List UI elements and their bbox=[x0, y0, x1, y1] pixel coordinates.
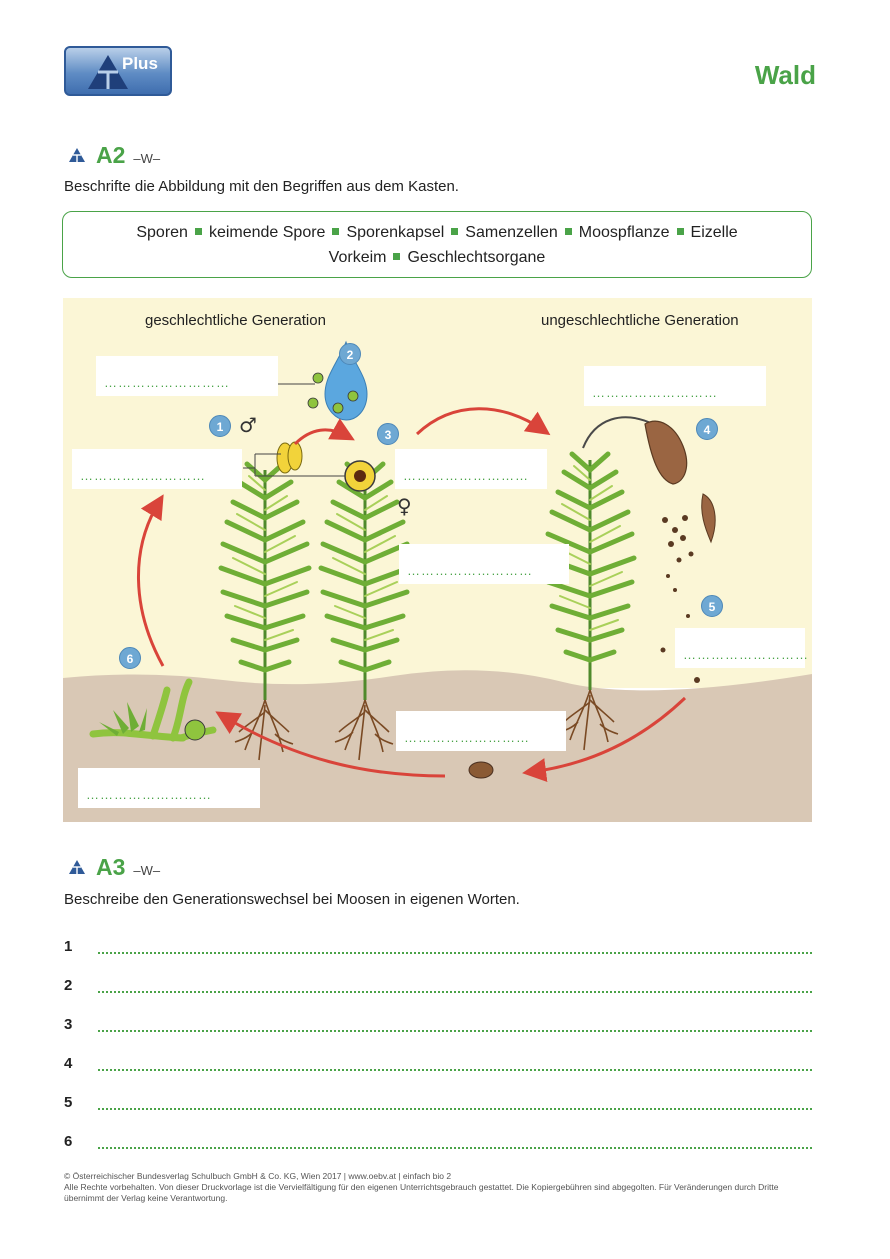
step-number-2: 2 bbox=[339, 343, 361, 365]
task-a3-heading: A3 –W– bbox=[68, 852, 160, 882]
dotted-line bbox=[98, 983, 812, 993]
bullet-square-icon bbox=[676, 228, 684, 236]
answer-line[interactable]: 5 bbox=[64, 1094, 812, 1114]
label-blank[interactable]: ……………………… bbox=[96, 356, 278, 396]
footer: © Österreichischer Bundesverlag Schulbuc… bbox=[64, 1171, 812, 1204]
sexual-generation-title: geschlechtliche Generation bbox=[145, 312, 326, 329]
bullet-square-icon bbox=[393, 253, 401, 261]
page-topic: Wald bbox=[754, 60, 816, 90]
line-number: 3 bbox=[64, 1016, 73, 1033]
label-blank[interactable]: ……………………… bbox=[584, 366, 766, 406]
bullet-square-icon bbox=[194, 228, 202, 236]
term: Eizelle bbox=[690, 224, 738, 241]
dotted-line bbox=[98, 1139, 812, 1149]
dotted-line bbox=[98, 1022, 812, 1032]
triangle-marker-icon bbox=[69, 148, 85, 162]
male-symbol-icon: ♂ bbox=[239, 413, 257, 437]
blank-dots: ……………………… bbox=[104, 375, 230, 390]
step-number-1: 1 bbox=[209, 415, 231, 437]
task-code: A2 bbox=[96, 141, 126, 168]
bullet-square-icon bbox=[332, 228, 340, 236]
bullet-square-icon bbox=[564, 228, 572, 236]
answer-line[interactable]: 3 bbox=[64, 1016, 812, 1036]
blank-dots: ……………………… bbox=[80, 468, 206, 483]
asexual-generation-title: ungeschlechtliche Generation bbox=[541, 312, 739, 329]
copyright-line: © Österreichischer Bundesverlag Schulbuc… bbox=[64, 1171, 452, 1181]
answer-line[interactable]: 4 bbox=[64, 1055, 812, 1075]
triangle-logo-icon bbox=[88, 55, 128, 89]
label-blank[interactable]: ……………………… bbox=[78, 768, 260, 808]
step-number-4: 4 bbox=[696, 418, 718, 440]
plus-badge: Plus bbox=[64, 46, 172, 96]
line-number: 4 bbox=[64, 1055, 73, 1072]
rights-notice: Alle Rechte vorbehalten. Von dieser Druc… bbox=[64, 1182, 779, 1203]
badge-label: Plus bbox=[122, 54, 158, 73]
task-a3-instruction: Beschreibe den Generationswechsel bei Mo… bbox=[64, 891, 520, 908]
blank-dots: ……………………… bbox=[403, 468, 529, 483]
label-blank[interactable]: ……………………… bbox=[399, 544, 569, 584]
line-number: 1 bbox=[64, 938, 73, 955]
term: Samenzellen bbox=[465, 224, 558, 241]
female-symbol-icon: ♀ bbox=[397, 494, 412, 518]
bullet-square-icon bbox=[451, 228, 459, 236]
blank-dots: ……………………… bbox=[407, 563, 533, 578]
term: Geschlechtsorgane bbox=[407, 249, 546, 266]
task-a2-instruction: Beschrifte die Abbildung mit den Begriff… bbox=[64, 178, 459, 195]
line-number: 6 bbox=[64, 1133, 73, 1150]
label-blank[interactable]: ……………………… bbox=[675, 628, 808, 668]
term-box: Sporen keimende Spore Sporenkapsel Samenzel… bbox=[62, 211, 812, 278]
blank-dots: ……………………… bbox=[86, 787, 212, 802]
task-marker: –W– bbox=[133, 150, 161, 166]
task-code: A3 bbox=[96, 853, 126, 880]
answer-line[interactable]: 6 bbox=[64, 1133, 812, 1153]
line-number: 2 bbox=[64, 977, 73, 994]
dotted-line bbox=[98, 1061, 812, 1071]
term: keimende Spore bbox=[208, 224, 326, 241]
blank-dots: ……………………… bbox=[683, 647, 809, 662]
step-number-5: 5 bbox=[701, 595, 723, 617]
line-number: 5 bbox=[64, 1094, 73, 1111]
moss-life-cycle-figure: geschlechtliche Generation ungeschlechtl… bbox=[63, 298, 812, 822]
dotted-line bbox=[98, 944, 812, 954]
step-number-3: 3 bbox=[377, 423, 399, 445]
term: Sporen bbox=[136, 224, 188, 241]
answer-line[interactable]: 1 bbox=[64, 938, 812, 958]
step-number-6: 6 bbox=[119, 647, 141, 669]
triangle-marker-icon bbox=[69, 860, 85, 874]
label-blank[interactable]: ……………………… bbox=[72, 449, 242, 489]
label-blank[interactable]: ……………………… bbox=[396, 711, 566, 751]
blank-dots: ……………………… bbox=[404, 730, 530, 745]
label-blank[interactable]: ……………………… bbox=[395, 449, 547, 489]
answer-line[interactable]: 2 bbox=[64, 977, 812, 997]
term: Moospflanze bbox=[578, 224, 670, 241]
task-marker: –W– bbox=[133, 862, 161, 878]
term: Vorkeim bbox=[328, 249, 387, 266]
dotted-line bbox=[98, 1100, 812, 1110]
term: Sporenkapsel bbox=[346, 224, 445, 241]
task-a2-heading: A2 –W– bbox=[68, 140, 160, 170]
blank-dots: ……………………… bbox=[592, 385, 718, 400]
